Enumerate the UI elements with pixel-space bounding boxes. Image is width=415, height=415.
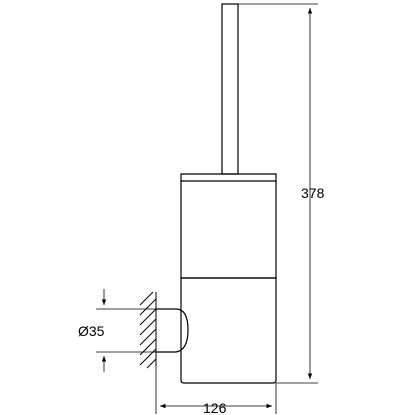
brush-handle bbox=[221, 3, 239, 175]
height-value: 378 bbox=[301, 185, 325, 201]
diameter-symbol: Ø bbox=[78, 323, 89, 339]
brush-holder-body bbox=[180, 173, 277, 384]
diameter-dimension bbox=[96, 289, 156, 372]
width-dimension bbox=[155, 366, 277, 414]
width-value: 126 bbox=[203, 400, 227, 415]
wall bbox=[139, 291, 157, 369]
holder-lower-body bbox=[180, 277, 277, 384]
diameter-label: Ø35 bbox=[78, 323, 105, 339]
mount-rosette bbox=[156, 308, 189, 353]
diameter-value: 35 bbox=[89, 323, 105, 339]
height-dimension bbox=[238, 3, 318, 384]
wall-mount bbox=[156, 308, 189, 353]
holder-rim bbox=[180, 173, 277, 182]
